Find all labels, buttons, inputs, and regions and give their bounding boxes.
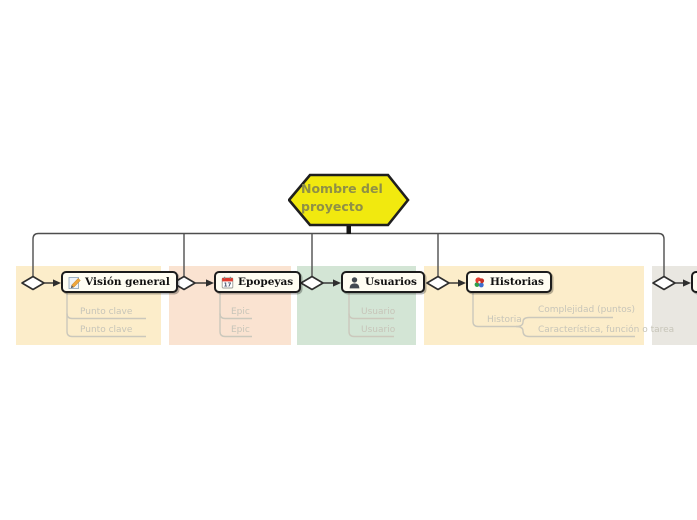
- collapse-diamond-epopeyas[interactable]: [172, 275, 196, 291]
- child-topic[interactable]: Punto clave: [80, 324, 133, 335]
- arrow-heads: [53, 279, 691, 287]
- collapse-diamond-historias[interactable]: [426, 275, 450, 291]
- user-icon: [349, 276, 360, 288]
- topic-label: Visión general: [85, 276, 170, 288]
- child-topic[interactable]: Punto clave: [80, 306, 133, 317]
- topic-label: Epopeyas: [238, 276, 294, 288]
- topic-label: Usuarios: [365, 276, 417, 288]
- child-topic[interactable]: Usuario: [361, 324, 396, 335]
- child-topic[interactable]: Epic: [231, 324, 250, 335]
- document-pencil-icon: [68, 276, 81, 289]
- collapse-diamond-clipped[interactable]: [652, 275, 676, 291]
- topic-node-clipped[interactable]: [691, 271, 697, 293]
- root-stub: [346, 224, 351, 234]
- topic-node-vision-general[interactable]: Visión general: [61, 271, 178, 293]
- child-branch-lines: [66, 291, 635, 338]
- collapse-diamond-vision-general[interactable]: [21, 275, 45, 291]
- root-node[interactable]: Nombre del proyecto: [288, 173, 410, 227]
- flower-icon: [474, 276, 485, 287]
- child-topic[interactable]: Epic: [231, 306, 250, 317]
- collapse-diamond-usuarios[interactable]: [300, 275, 324, 291]
- topic-node-usuarios[interactable]: Usuarios: [341, 271, 425, 293]
- child-topic[interactable]: Usuario: [361, 306, 396, 317]
- calendar-icon: 17: [221, 276, 234, 288]
- topic-label: Historias: [490, 276, 544, 288]
- hexagon-polygon: [288, 173, 410, 227]
- grandchild-topic[interactable]: Característica, función o tarea: [538, 325, 675, 335]
- topic-node-epopeyas[interactable]: 17 Epopeyas: [214, 271, 302, 293]
- hexagon-shape: [288, 173, 410, 227]
- grandchild-topic[interactable]: Complejidad (puntos): [538, 305, 635, 315]
- root-node-label: Nombre del proyecto: [301, 181, 383, 215]
- topic-node-historias[interactable]: Historias: [466, 271, 552, 293]
- child-topic[interactable]: Historia: [487, 314, 522, 325]
- calendar-day-number: 17: [224, 282, 232, 288]
